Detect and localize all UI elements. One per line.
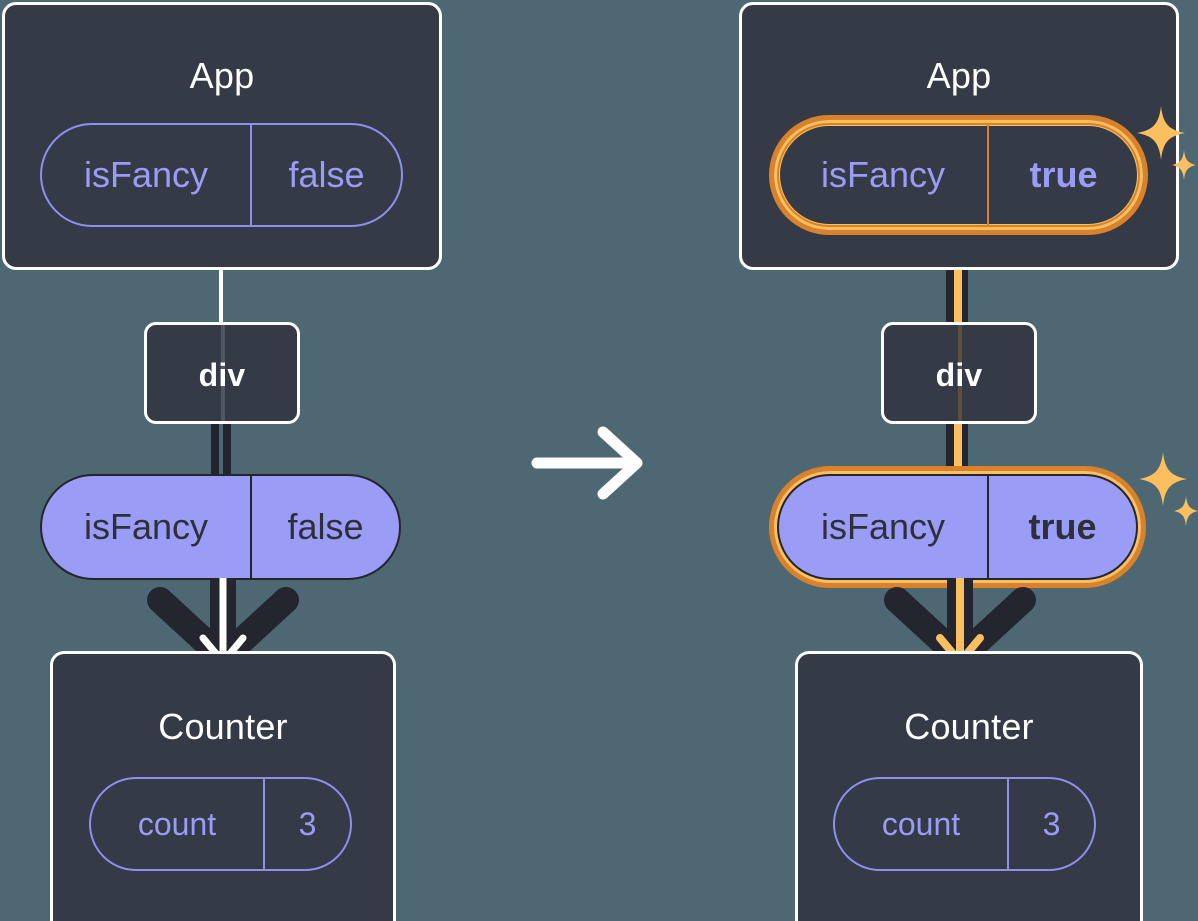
before-panel: App isFancy false div isFancy false Coun <box>0 0 461 921</box>
props-name: isFancy <box>820 506 946 547</box>
connector-div-to-props-orange <box>954 424 962 480</box>
counter-state-pill[interactable]: count 3 <box>89 777 352 871</box>
connector-through-div <box>221 325 225 421</box>
after-panel: App isFancy true div isFancy true <box>737 0 1198 921</box>
connector-div-to-props-gap <box>219 424 223 480</box>
counter-state-value: 3 <box>263 779 350 869</box>
app-title: App <box>189 55 255 96</box>
counter-state-name: count <box>137 805 217 842</box>
props-pill[interactable]: isFancy false <box>40 474 401 580</box>
div-title: div <box>198 357 246 393</box>
div-element-box[interactable]: div <box>144 322 300 424</box>
counter-state-value: 3 <box>1007 779 1094 869</box>
app-state-pill[interactable]: isFancy true <box>777 123 1140 227</box>
div-element-box[interactable]: div <box>881 322 1037 424</box>
app-state-pill[interactable]: isFancy false <box>40 123 403 227</box>
connector-through-div <box>958 325 962 421</box>
app-title: App <box>926 55 992 96</box>
app-state-name: isFancy <box>820 154 946 195</box>
counter-title: Counter <box>158 706 288 747</box>
div-title: div <box>935 357 983 393</box>
props-value: false <box>250 476 399 578</box>
sparkle-icon <box>1139 452 1198 526</box>
props-value: true <box>987 476 1136 578</box>
props-pill[interactable]: isFancy true <box>777 474 1138 580</box>
counter-state-name: count <box>881 805 961 842</box>
arrow-right-icon <box>531 426 643 500</box>
connector-app-to-div-orange <box>954 222 962 326</box>
counter-title: Counter <box>904 706 1034 747</box>
connector-app-to-div <box>219 268 223 326</box>
app-state-name: isFancy <box>83 154 209 195</box>
app-state-value: false <box>250 125 401 225</box>
props-name: isFancy <box>83 506 209 547</box>
counter-state-pill[interactable]: count 3 <box>833 777 1096 871</box>
app-state-value: true <box>987 125 1138 225</box>
